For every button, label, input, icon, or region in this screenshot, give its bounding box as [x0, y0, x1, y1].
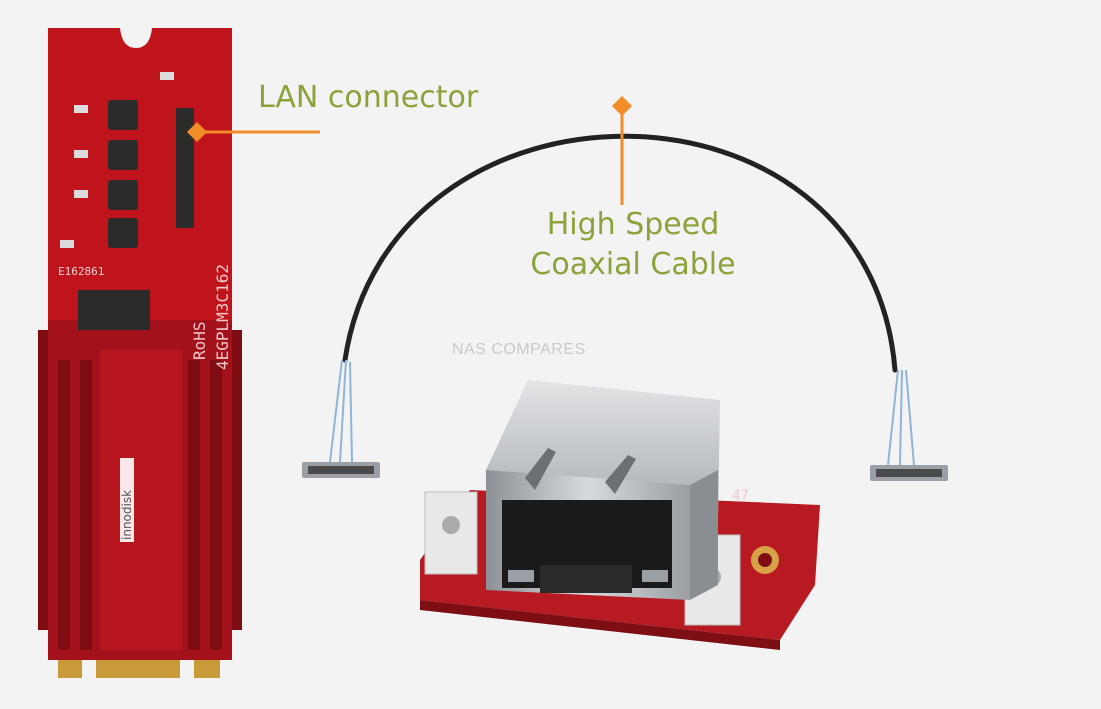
board-brand: innodisk [120, 490, 134, 540]
coax-label-line2: Coaxial Cable [530, 247, 736, 282]
board-model: 4EGPLM3C162 [213, 264, 232, 370]
coax-label-line1: High Speed [546, 207, 720, 242]
lan-connector-label: LAN connector [258, 80, 479, 115]
coaxial-cable-label: High Speed Coaxial Cable [528, 205, 738, 285]
board-rohs: RoHS [190, 321, 209, 360]
m2-card: E162861 RoHS 4EGPLM3C162 innodisk [38, 28, 242, 678]
lan-pointer [187, 122, 320, 142]
jack-board-mark: 47 [732, 488, 749, 504]
board-cert: E162861 [58, 265, 104, 278]
rj45-jack-module: 47 [420, 380, 820, 650]
coaxial-cable [302, 133, 948, 481]
watermark: NAS COMPARES [452, 341, 586, 358]
coax-pointer [612, 96, 632, 205]
